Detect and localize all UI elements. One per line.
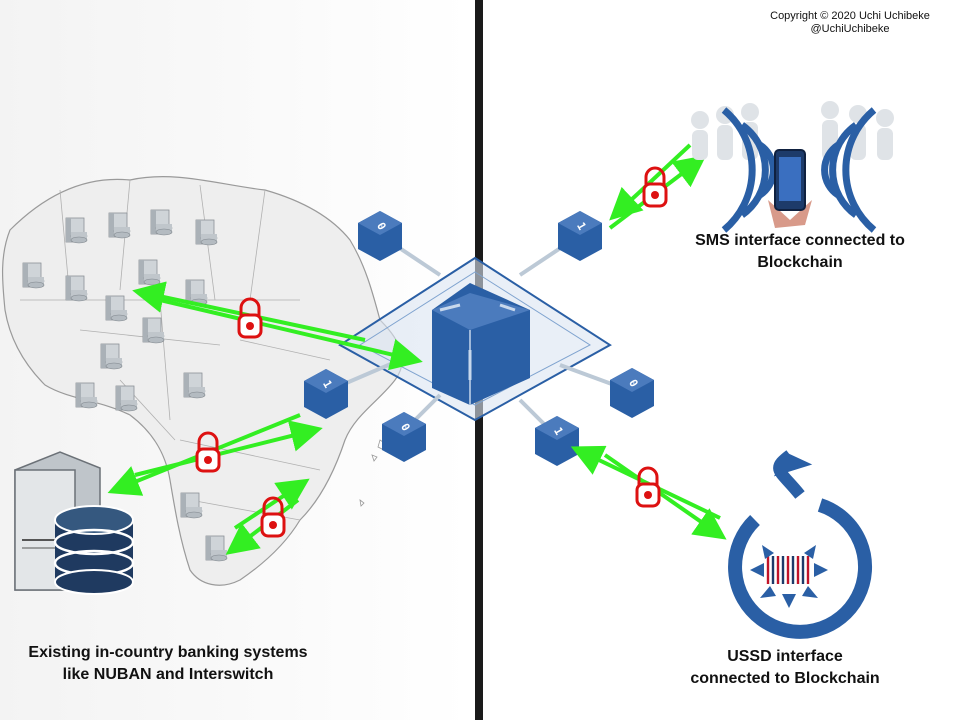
block-bottom-right: 1 [535,416,579,466]
ussd-label: USSD interface connected to Blockchain [650,646,920,690]
banking-label: Existing in-country banking systems like… [0,642,336,686]
banking-label-line2: like NUBAN and Interswitch [62,666,274,683]
copyright-line: Copyright © 2020 Uchi Uchibeke [770,10,930,22]
banking-label-line1: Existing in-country banking systems [28,644,308,661]
block-top-left: 0 [358,211,402,261]
sms-label-line1: SMS interface connected to [695,232,905,249]
sms-label-line2: Blockchain [757,254,843,271]
ussd-label-line1: USSD interface [727,648,843,665]
copyright-handle: @UchiUchibeke [810,23,890,35]
block-right: 0 [610,368,654,418]
sms-phone-illustration [691,101,894,233]
block-top-right: 1 [558,211,602,261]
ussd-label-line2: connected to Blockchain [690,670,880,687]
central-block [432,283,530,405]
sms-label: SMS interface connected to Blockchain [660,230,940,274]
banking-database-server-icon [14,451,135,595]
ussd-cycle-icon [728,450,873,639]
block-bottom-center: 0 [382,412,426,462]
block-left: 1 [304,369,348,419]
